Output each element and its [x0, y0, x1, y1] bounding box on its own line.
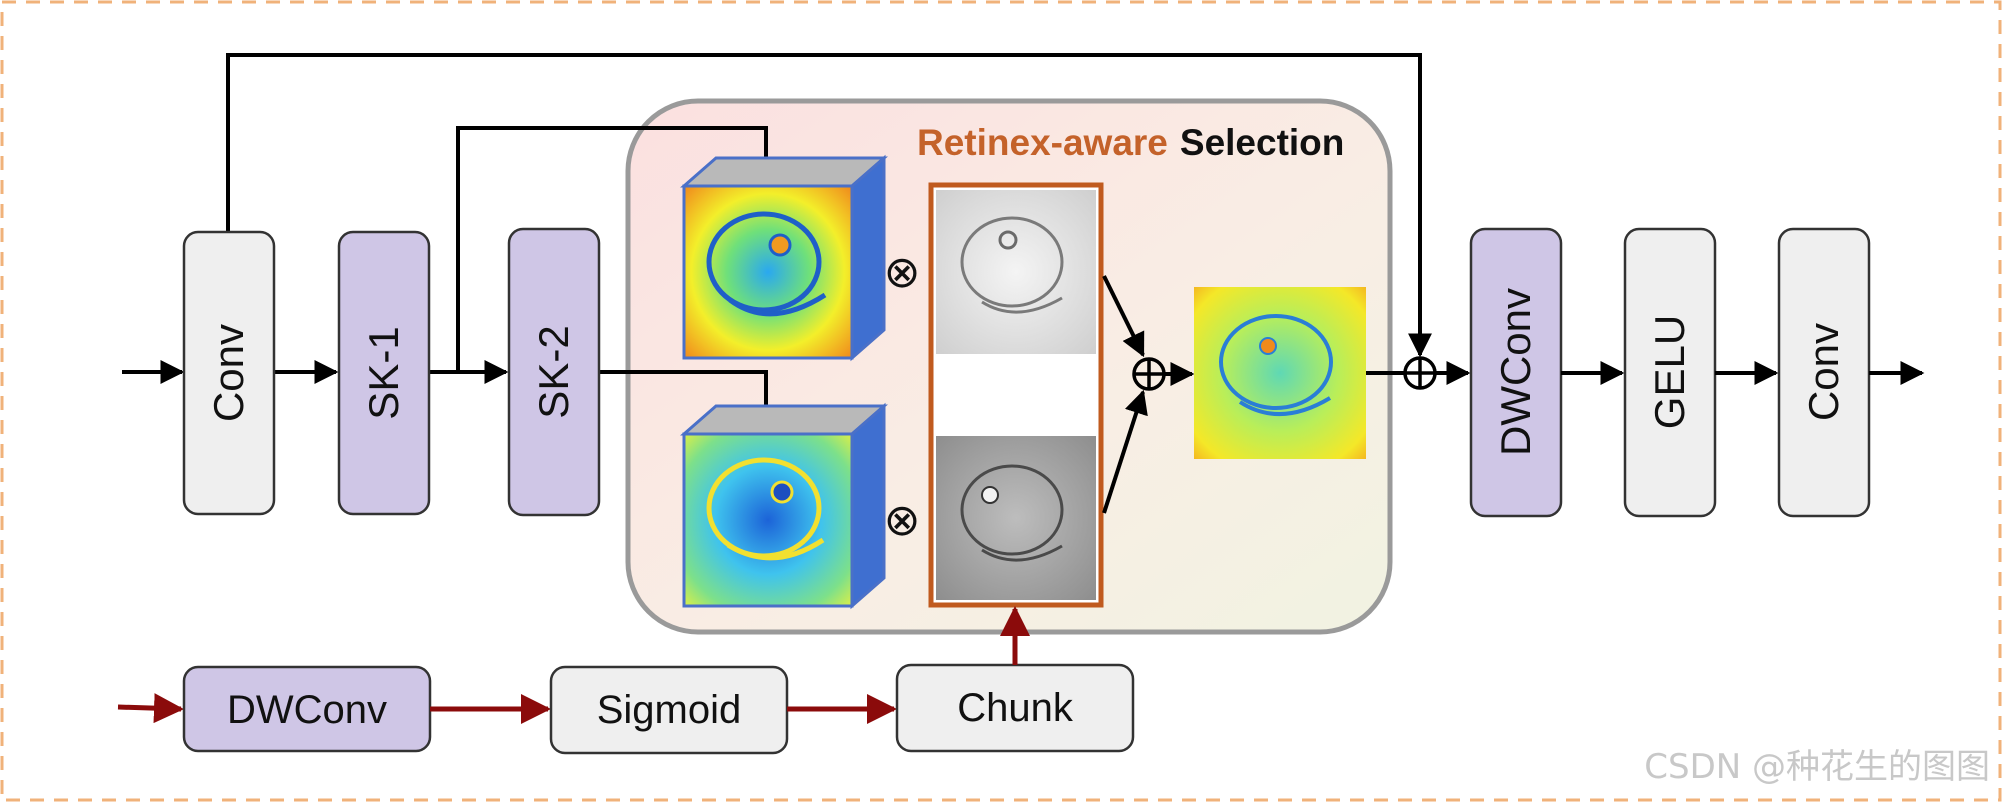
add-icon-panel: [1132, 357, 1166, 391]
multiply-icon-bottom: ⊗: [884, 496, 921, 545]
sk1-block-label: SK-1: [360, 326, 407, 419]
gray-map-bottom: [936, 436, 1096, 600]
conv-block-2-label: Conv: [1800, 323, 1847, 421]
sk1-block: SK-1: [337, 230, 431, 516]
bottom-feature-cube: [680, 402, 888, 610]
chunk-block: Chunk: [895, 663, 1135, 753]
top-feature-cube: [680, 154, 888, 362]
sigmoid-block: Sigmoid: [549, 665, 789, 755]
sk1-to-top-cube-arrow: [456, 126, 778, 372]
sk2-block-label: SK-2: [530, 325, 577, 418]
conv-block-2: Conv: [1777, 227, 1871, 518]
add-icon-main: [1403, 356, 1437, 390]
top-map-to-add-arrow: [1102, 275, 1145, 358]
skip-connection-arrow: [226, 53, 1432, 358]
sigmoid-block-label: Sigmoid: [597, 688, 742, 732]
conv-block-1: Conv: [182, 230, 276, 516]
dwconv-block-main: DWConv: [1469, 227, 1563, 518]
gray-map-top: [936, 190, 1096, 354]
illumination-maps-frame: [928, 182, 1104, 608]
bottom-input-arrow: [117, 693, 184, 724]
conv-block-1-label: Conv: [205, 324, 252, 422]
dwconv-block-main-label: DWConv: [1492, 288, 1539, 456]
multiply-icon-top: ⊗: [884, 248, 921, 297]
gelu-block: GELU: [1623, 227, 1717, 518]
fused-output-map: [1194, 287, 1366, 459]
watermark-text: CSDN @种花生的图图: [1644, 747, 1990, 787]
sk2-block: SK-2: [507, 227, 601, 517]
bottom-map-to-add-arrow: [1102, 389, 1148, 514]
dwconv-block-bottom: DWConv: [182, 665, 432, 753]
gelu-block-label: GELU: [1646, 315, 1693, 429]
dwconv-block-bottom-label: DWConv: [227, 688, 387, 732]
chunk-block-label: Chunk: [957, 686, 1074, 730]
